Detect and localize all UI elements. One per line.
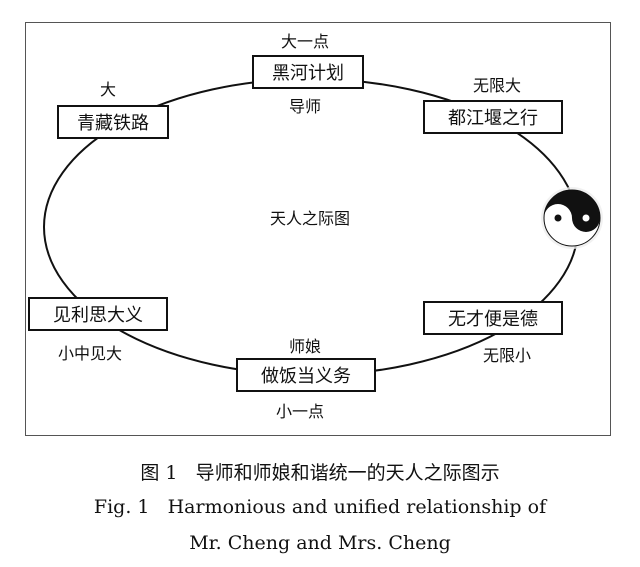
label-infinite-big: 无限大: [472, 76, 522, 95]
label-small-in-big: 小中见大: [57, 344, 123, 363]
label-mentor: 导师: [288, 97, 322, 116]
label-bottom-below: 小一点: [275, 402, 325, 421]
box-virtue: 无才便是德: [423, 301, 563, 335]
center-label: 天人之际图: [269, 209, 351, 228]
yin-yang-icon: [541, 187, 603, 249]
label-big: 大: [99, 80, 117, 99]
caption-english-line1: Fig. 1 Harmonious and unified relationsh…: [93, 496, 547, 518]
caption-chinese: 图 1 导师和师娘和谐统一的天人之际图示: [140, 462, 500, 484]
box-heihe-plan: 黑河计划: [252, 55, 364, 89]
label-top-above: 大一点: [280, 32, 330, 51]
diagram-frame: [25, 22, 611, 436]
box-righteousness: 见利思大义: [28, 297, 168, 331]
box-dujiangyan-trip: 都江堰之行: [423, 100, 563, 134]
box-cooking-duty: 做饭当义务: [236, 358, 376, 392]
label-infinite-small: 无限小: [482, 346, 532, 365]
box-qinghai-tibet-railway: 青藏铁路: [57, 105, 169, 139]
label-mentor-wife: 师娘: [288, 337, 322, 356]
caption-english-line2: Mr. Cheng and Mrs. Cheng: [189, 532, 451, 554]
